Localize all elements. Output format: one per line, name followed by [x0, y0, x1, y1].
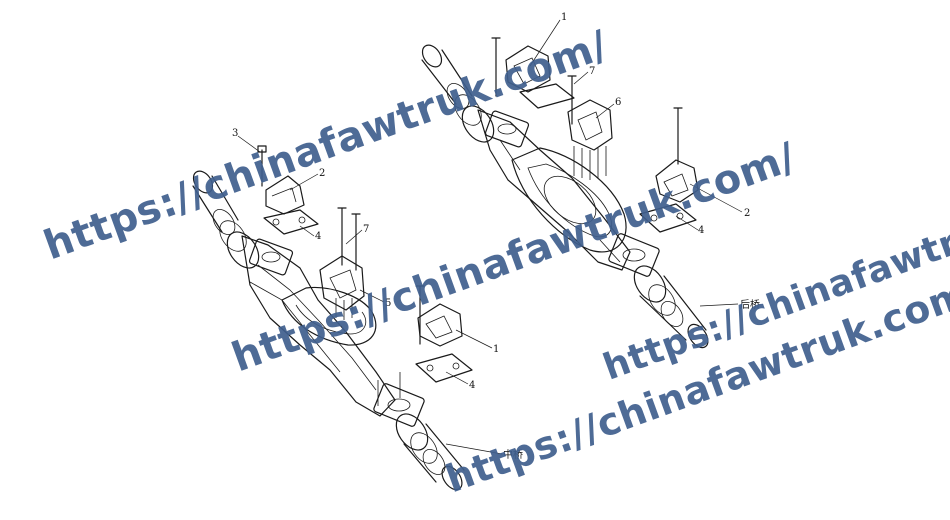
rear-axle-spindle-top: [421, 44, 495, 143]
middle-axle-spindle-top: [192, 170, 260, 269]
leader-lines: [237, 19, 743, 455]
callout-2-right: 2: [744, 208, 750, 219]
callout-4-right: 4: [698, 225, 704, 236]
middle-axle-bracket-2: [265, 175, 305, 215]
rear-axle-bracket-1: [491, 37, 551, 97]
middle-axle-housing: [192, 170, 465, 491]
middle-axle-bracket-1: [415, 285, 463, 347]
rear-axle-plate-4-lower: [639, 203, 697, 233]
callout-7-right: 7: [589, 66, 595, 77]
callout-labels: 1 7 6 2 4 后桥 3 2 4 7 5 1 4 中桥: [232, 12, 760, 461]
callout-5-left: 5: [385, 298, 391, 309]
rear-axle-bracket-2: [655, 107, 699, 203]
middle-axle-plate-4-upper: [263, 209, 319, 235]
callout-1-right: 1: [561, 12, 567, 23]
middle-axle-spindle-bottom: [395, 413, 465, 491]
callout-3-left: 3: [232, 128, 238, 139]
rear-axle-bolt-7: [567, 75, 577, 125]
middle-axle-bracket-5: [319, 255, 365, 320]
callout-7-left: 7: [363, 224, 369, 235]
rear-axle-housing: [421, 44, 709, 349]
callout-4-left-upper: 4: [315, 231, 321, 242]
callout-4-left-lower: 4: [469, 380, 475, 391]
callout-6-right: 6: [615, 97, 621, 108]
rear-axle-plate-4-upper: [519, 83, 575, 109]
rear-axle-bracket-6: [567, 99, 613, 180]
callout-2-left: 2: [319, 168, 325, 179]
middle-axle-plate-4-lower: [377, 353, 473, 406]
label-middle-axle: 中桥: [503, 448, 523, 461]
rear-axle-spindle-bottom: [633, 265, 709, 349]
middle-axle-bolt-3: [257, 145, 267, 187]
callout-1-left: 1: [493, 344, 499, 355]
label-rear-axle: 后桥: [740, 299, 760, 311]
